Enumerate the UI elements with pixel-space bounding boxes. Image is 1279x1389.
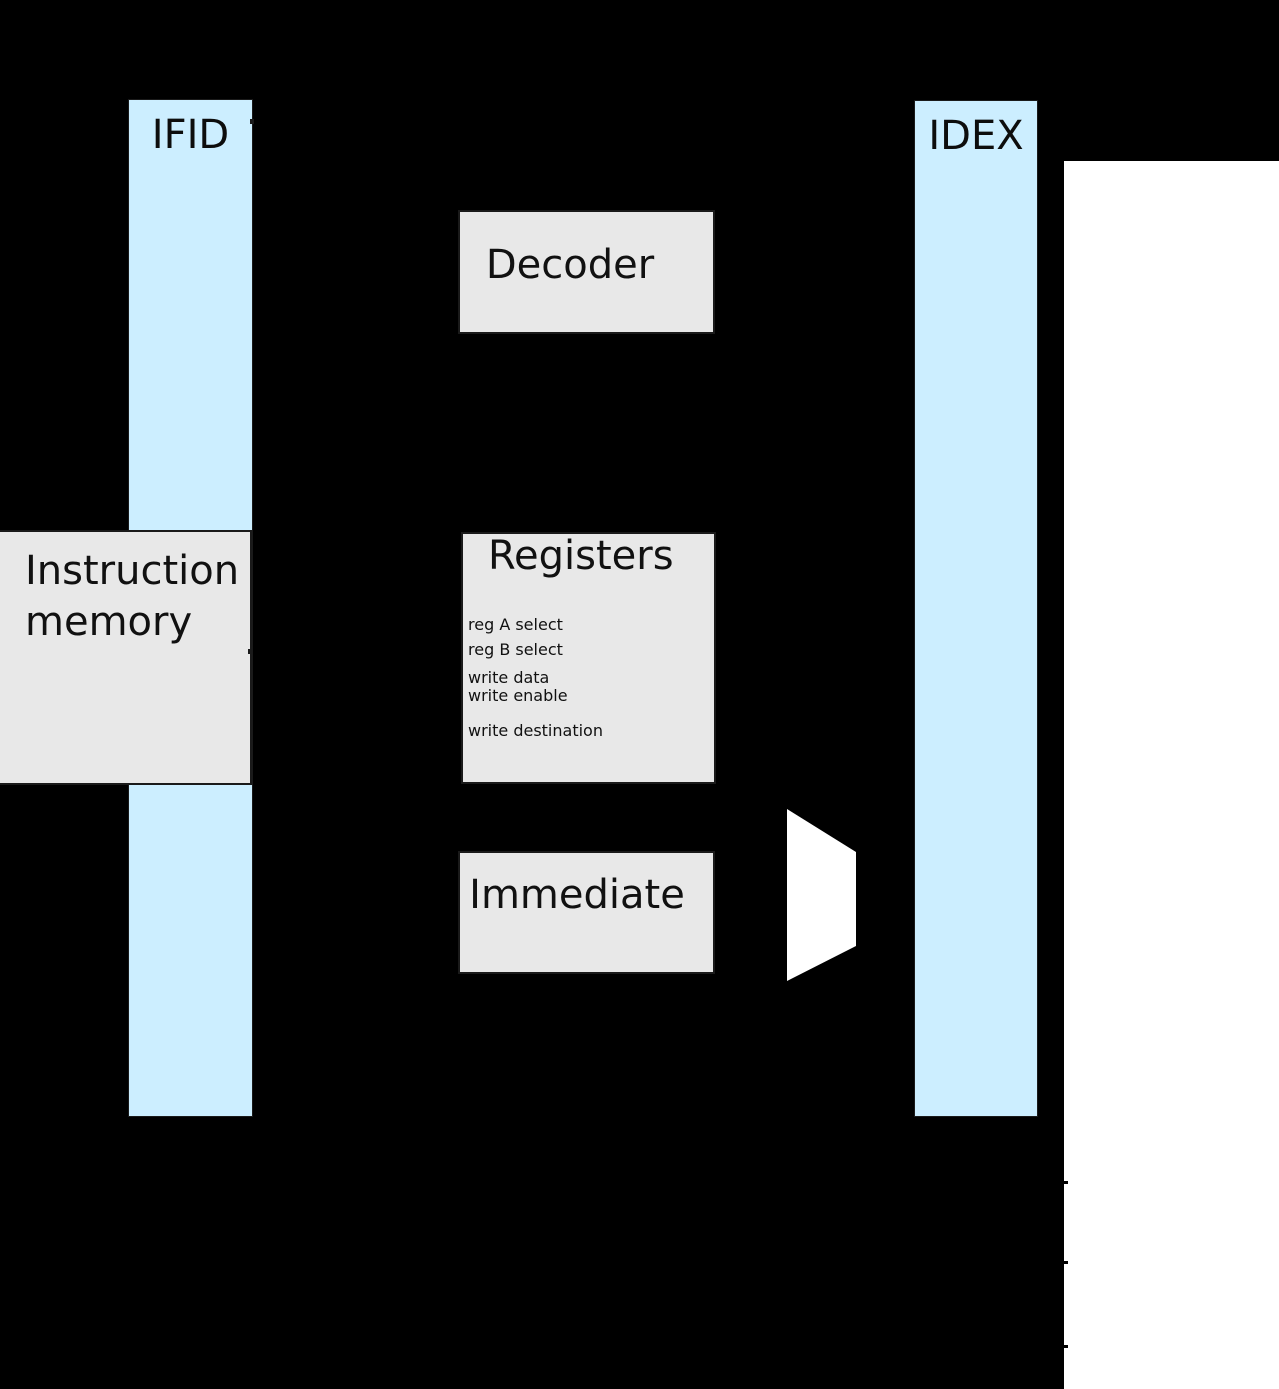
registers-label: Registers bbox=[488, 533, 674, 579]
immediate-label: Immediate bbox=[469, 871, 685, 918]
instruction-memory-block: Instruction memory bbox=[0, 530, 252, 785]
port-label-reg-b-select: reg B select bbox=[468, 640, 563, 659]
wire-stub bbox=[1060, 1261, 1068, 1264]
wire-stub bbox=[248, 649, 253, 654]
idex-pipeline-register-bar: IDEX bbox=[914, 100, 1038, 1117]
wire-stub bbox=[1060, 1345, 1068, 1348]
idex-label: IDEX bbox=[928, 113, 1024, 159]
wire-stub bbox=[1060, 1181, 1068, 1184]
registers-block: Registers reg A select reg B select writ… bbox=[461, 532, 716, 784]
ifid-label: IFID bbox=[151, 112, 230, 158]
immediate-block: Immediate bbox=[458, 851, 715, 974]
wire-stub bbox=[250, 119, 254, 124]
multiplexer-icon bbox=[787, 809, 856, 981]
port-label-write-enable: write enable bbox=[468, 686, 568, 705]
decoder-label: Decoder bbox=[485, 242, 655, 288]
port-label-write-data: write data bbox=[468, 668, 550, 687]
port-label-write-destination: write destination bbox=[468, 721, 603, 740]
instruction-memory-label: Instruction memory bbox=[25, 548, 240, 645]
decoder-block: Decoder bbox=[458, 210, 715, 334]
canvas-white-region bbox=[1064, 161, 1279, 1389]
port-label-reg-a-select: reg A select bbox=[468, 615, 563, 634]
